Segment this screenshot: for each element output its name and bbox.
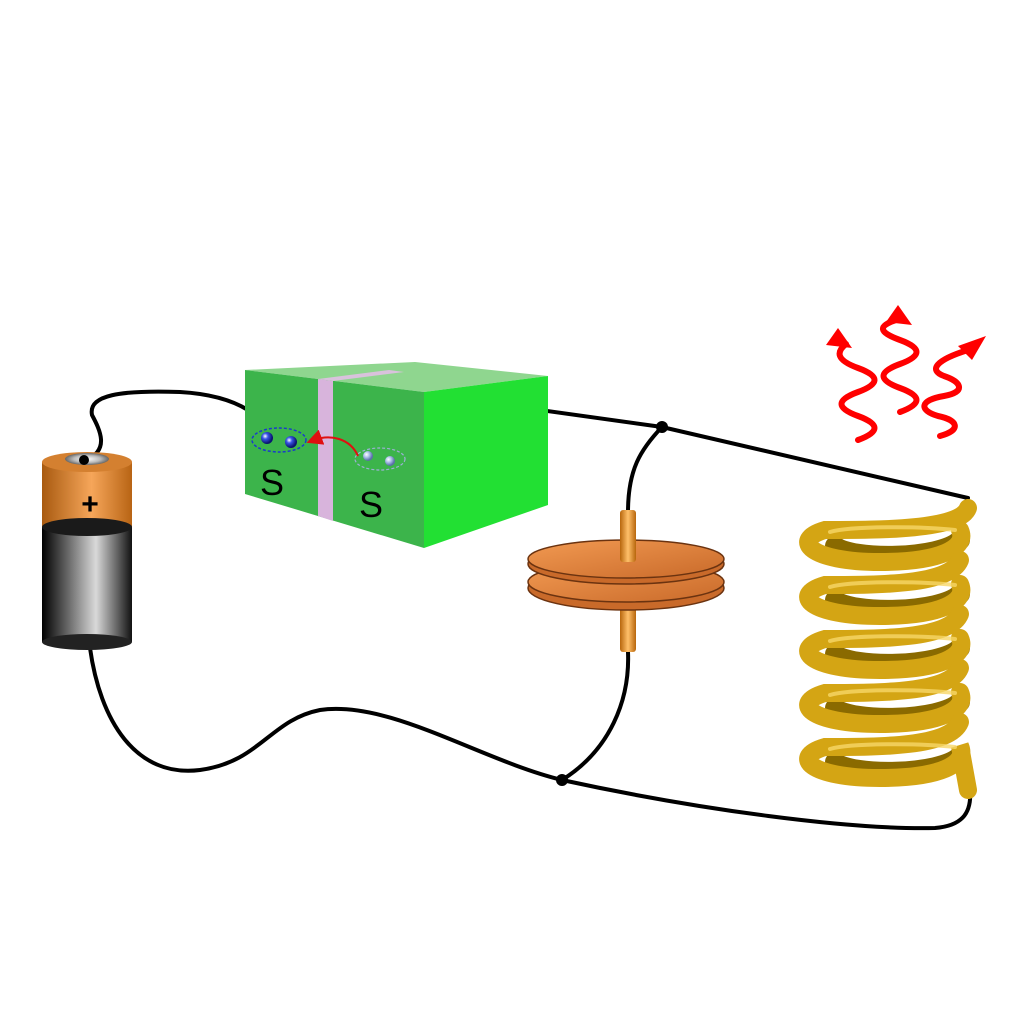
wire-to-capacitor-top <box>626 425 664 514</box>
inductor-coil <box>799 499 977 799</box>
radiation-arrow-3-icon <box>958 336 986 360</box>
node-top-split <box>656 421 668 433</box>
tunneling-arrow <box>306 429 359 457</box>
node-bottom-split <box>556 774 568 786</box>
wire-capacitor-to-bottom <box>560 650 631 782</box>
cooper-pair-right-electron-2 <box>385 456 395 466</box>
battery-band <box>42 518 132 536</box>
junction-barrier-top <box>318 370 404 381</box>
cooper-pair-left-electron-2 <box>285 436 297 448</box>
junction-front-face <box>245 370 424 548</box>
coil-highlight-2 <box>828 580 957 589</box>
wire-bottom-to-coil <box>560 778 973 831</box>
junction-right-face <box>424 376 548 548</box>
coil-highlight-5 <box>828 742 957 751</box>
battery-polarity-label: + <box>81 488 99 521</box>
coil-highlight-3 <box>828 634 957 643</box>
coil-turn-1 <box>799 499 977 572</box>
capacitor-rod-top <box>620 510 636 562</box>
battery-base <box>42 634 132 650</box>
cooper-pair-right-electron-1 <box>363 451 373 461</box>
battery-bottom-half <box>42 520 132 642</box>
wire-battery-to-junction <box>84 389 250 462</box>
coil-highlight-1 <box>828 525 957 534</box>
radiation-emission <box>836 317 971 443</box>
battery: + <box>42 452 132 650</box>
cooper-pair-left-electron-1 <box>261 432 273 444</box>
radiation-arrowheads <box>826 305 986 360</box>
junction-barrier-front <box>318 379 333 521</box>
coil-highlight-4 <box>828 688 957 697</box>
cooper-pair-right-outline <box>354 447 406 471</box>
battery-terminal <box>79 455 89 465</box>
superconductor-right-label: S <box>359 484 383 525</box>
radiation-wave-1 <box>836 341 878 443</box>
radiation-wave-3 <box>921 347 971 439</box>
capacitor <box>527 510 725 652</box>
wire-junction-to-coil-top <box>488 401 970 500</box>
superconductor-left-label: S <box>260 462 284 503</box>
battery-top-half <box>42 462 132 527</box>
radiation-wave-2 <box>880 317 920 415</box>
radiation-arrow-1-icon <box>826 328 852 348</box>
radiation-arrow-2-icon <box>886 305 912 325</box>
josephson-junction: S S <box>245 362 548 548</box>
junction-top-face <box>245 362 548 392</box>
wire-battery-to-bottom <box>88 646 564 782</box>
cooper-pair-left-outline <box>251 427 307 453</box>
